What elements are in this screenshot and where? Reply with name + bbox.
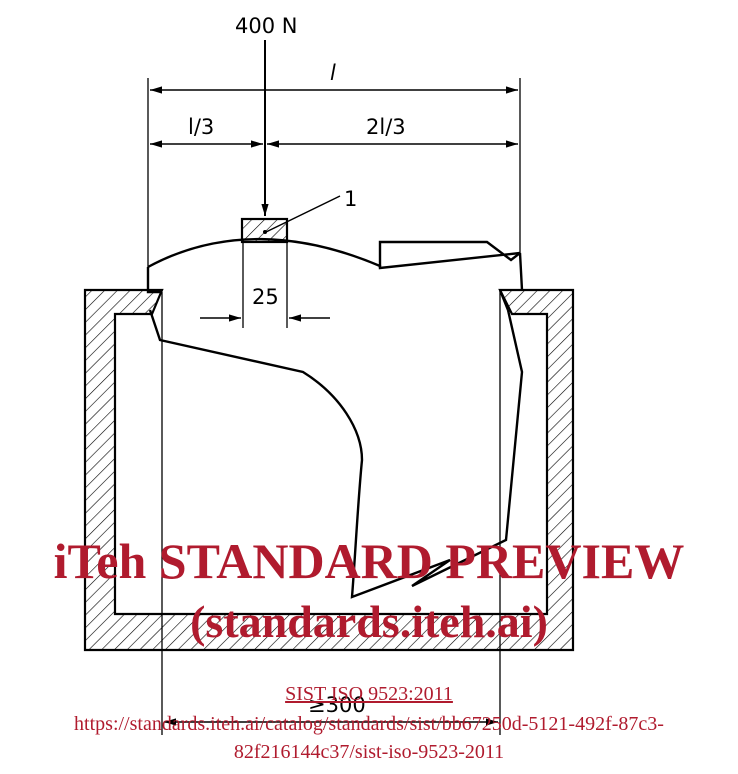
watermark-line2: (standards.iteh.ai) [190,596,548,647]
load-pad-center-dot [263,230,267,234]
footer-url-line1[interactable]: https://standards.iteh.ai/catalog/standa… [74,713,664,735]
callout-1-label: 1 [344,187,357,211]
dim-l-third-label: l/3 [188,115,214,139]
footer-url-line2[interactable]: 82f216144c37/sist-iso-9523-2011 [234,741,504,763]
footer-doc-id[interactable]: SIST ISO 9523:2011 [285,683,453,705]
object-bottom-contour [148,309,524,599]
dim-25-label: 25 [252,285,279,309]
test-object-outline [147,237,521,270]
dim-two-l-third-label: 2l/3 [366,115,406,139]
dim-l-label: l [330,61,336,85]
object-left-edge [146,267,162,294]
dim-300-label: ≥300 [308,693,366,717]
callout-leader [265,195,341,233]
object-handle [378,240,521,268]
watermark-line1: iTeh STANDARD PREVIEW [54,533,685,589]
load-label: 400 N [235,14,297,38]
object-right-edge [498,252,524,311]
